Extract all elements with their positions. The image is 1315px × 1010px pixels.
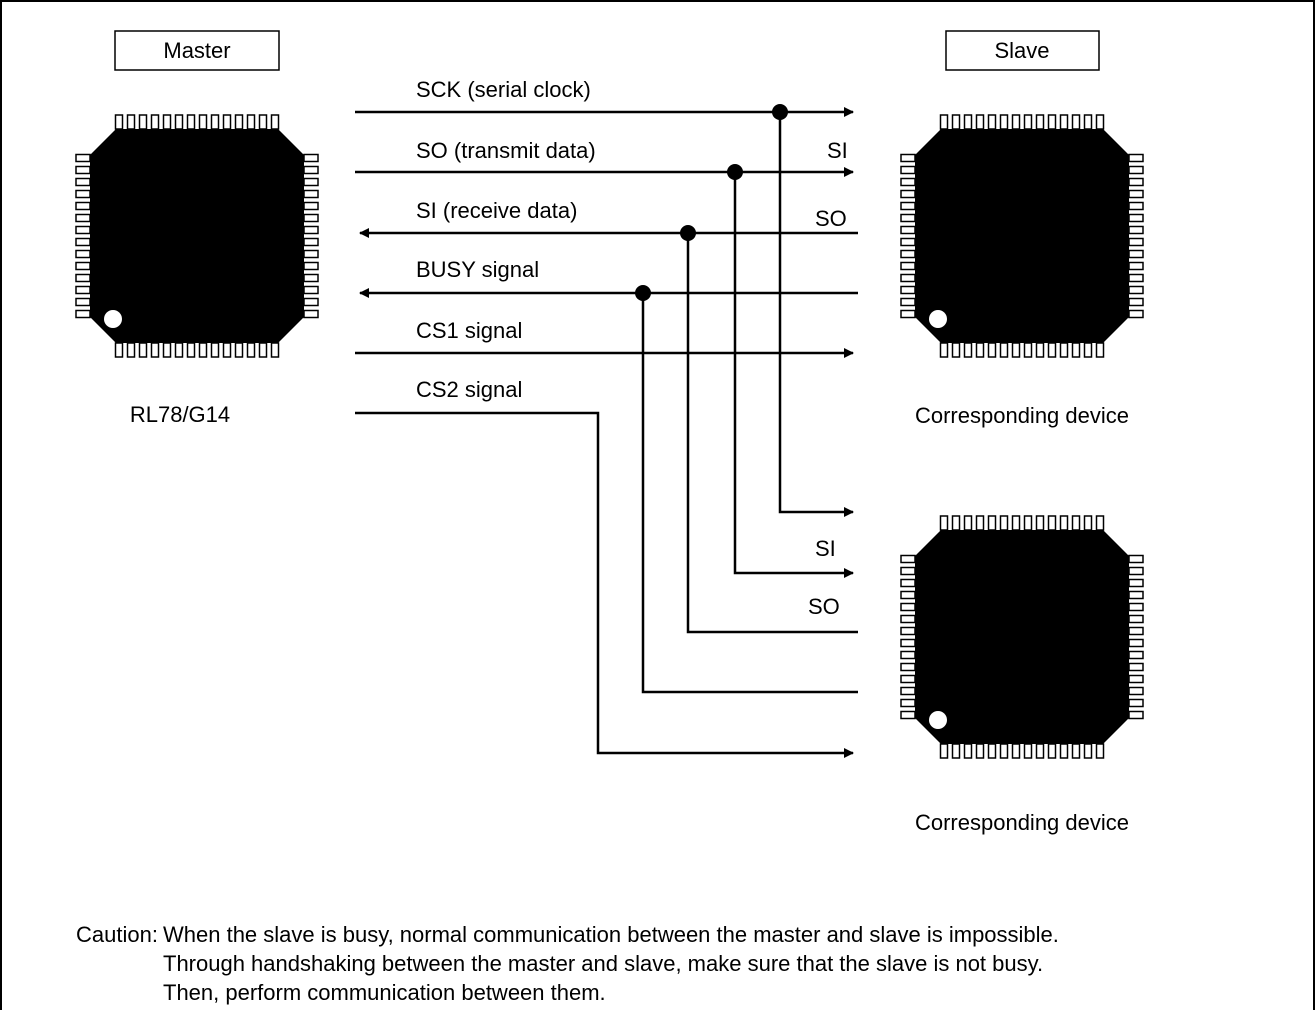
busy-branch-line	[641, 293, 858, 694]
slave-label: Slave	[994, 38, 1049, 63]
slave-2-device-name: Corresponding device	[915, 810, 1129, 835]
master-label-box: Master	[114, 30, 280, 71]
slave-2-chip-icon	[900, 515, 1144, 759]
si-branch-line	[686, 233, 858, 634]
si-signal-label: SI (receive data)	[416, 198, 577, 223]
so-junction-dot	[727, 164, 743, 180]
si-junction-dot	[680, 225, 696, 241]
slave-label-box: Slave	[945, 30, 1100, 71]
slave-1-so-pin-label: SO	[815, 206, 847, 231]
sck-signal-label: SCK (serial clock)	[416, 77, 591, 102]
slave-2-si-pin-label: SI	[815, 536, 836, 561]
slave-1-chip-icon	[900, 114, 1144, 358]
so-branch-line	[733, 172, 854, 578]
slave-1-si-pin-label: SI	[827, 138, 848, 163]
caution-line-3: Then, perform communication between them…	[163, 980, 606, 1005]
slave-2-so-pin-label: SO	[808, 594, 840, 619]
master-device-name: RL78/G14	[130, 402, 230, 427]
cs2-line	[355, 411, 854, 758]
master-label: Master	[163, 38, 230, 63]
caution-line-2: Through handshaking between the master a…	[163, 951, 1044, 976]
cs1-signal-label: CS1 signal	[416, 318, 522, 343]
master-chip-icon	[75, 114, 319, 358]
so-signal-label: SO (transmit data)	[416, 138, 596, 163]
caution-note: Caution: When the slave is busy, normal …	[76, 920, 1276, 1007]
slave-1-device-name: Corresponding device	[915, 403, 1129, 428]
caution-label: Caution:	[76, 922, 158, 947]
sck-junction-dot	[772, 104, 788, 120]
busy-junction-dot	[635, 285, 651, 301]
caution-line-1: When the slave is busy, normal communica…	[163, 922, 1059, 947]
sck-branch-line	[778, 112, 854, 517]
cs2-signal-label: CS2 signal	[416, 377, 522, 402]
busy-signal-label: BUSY signal	[416, 257, 539, 282]
